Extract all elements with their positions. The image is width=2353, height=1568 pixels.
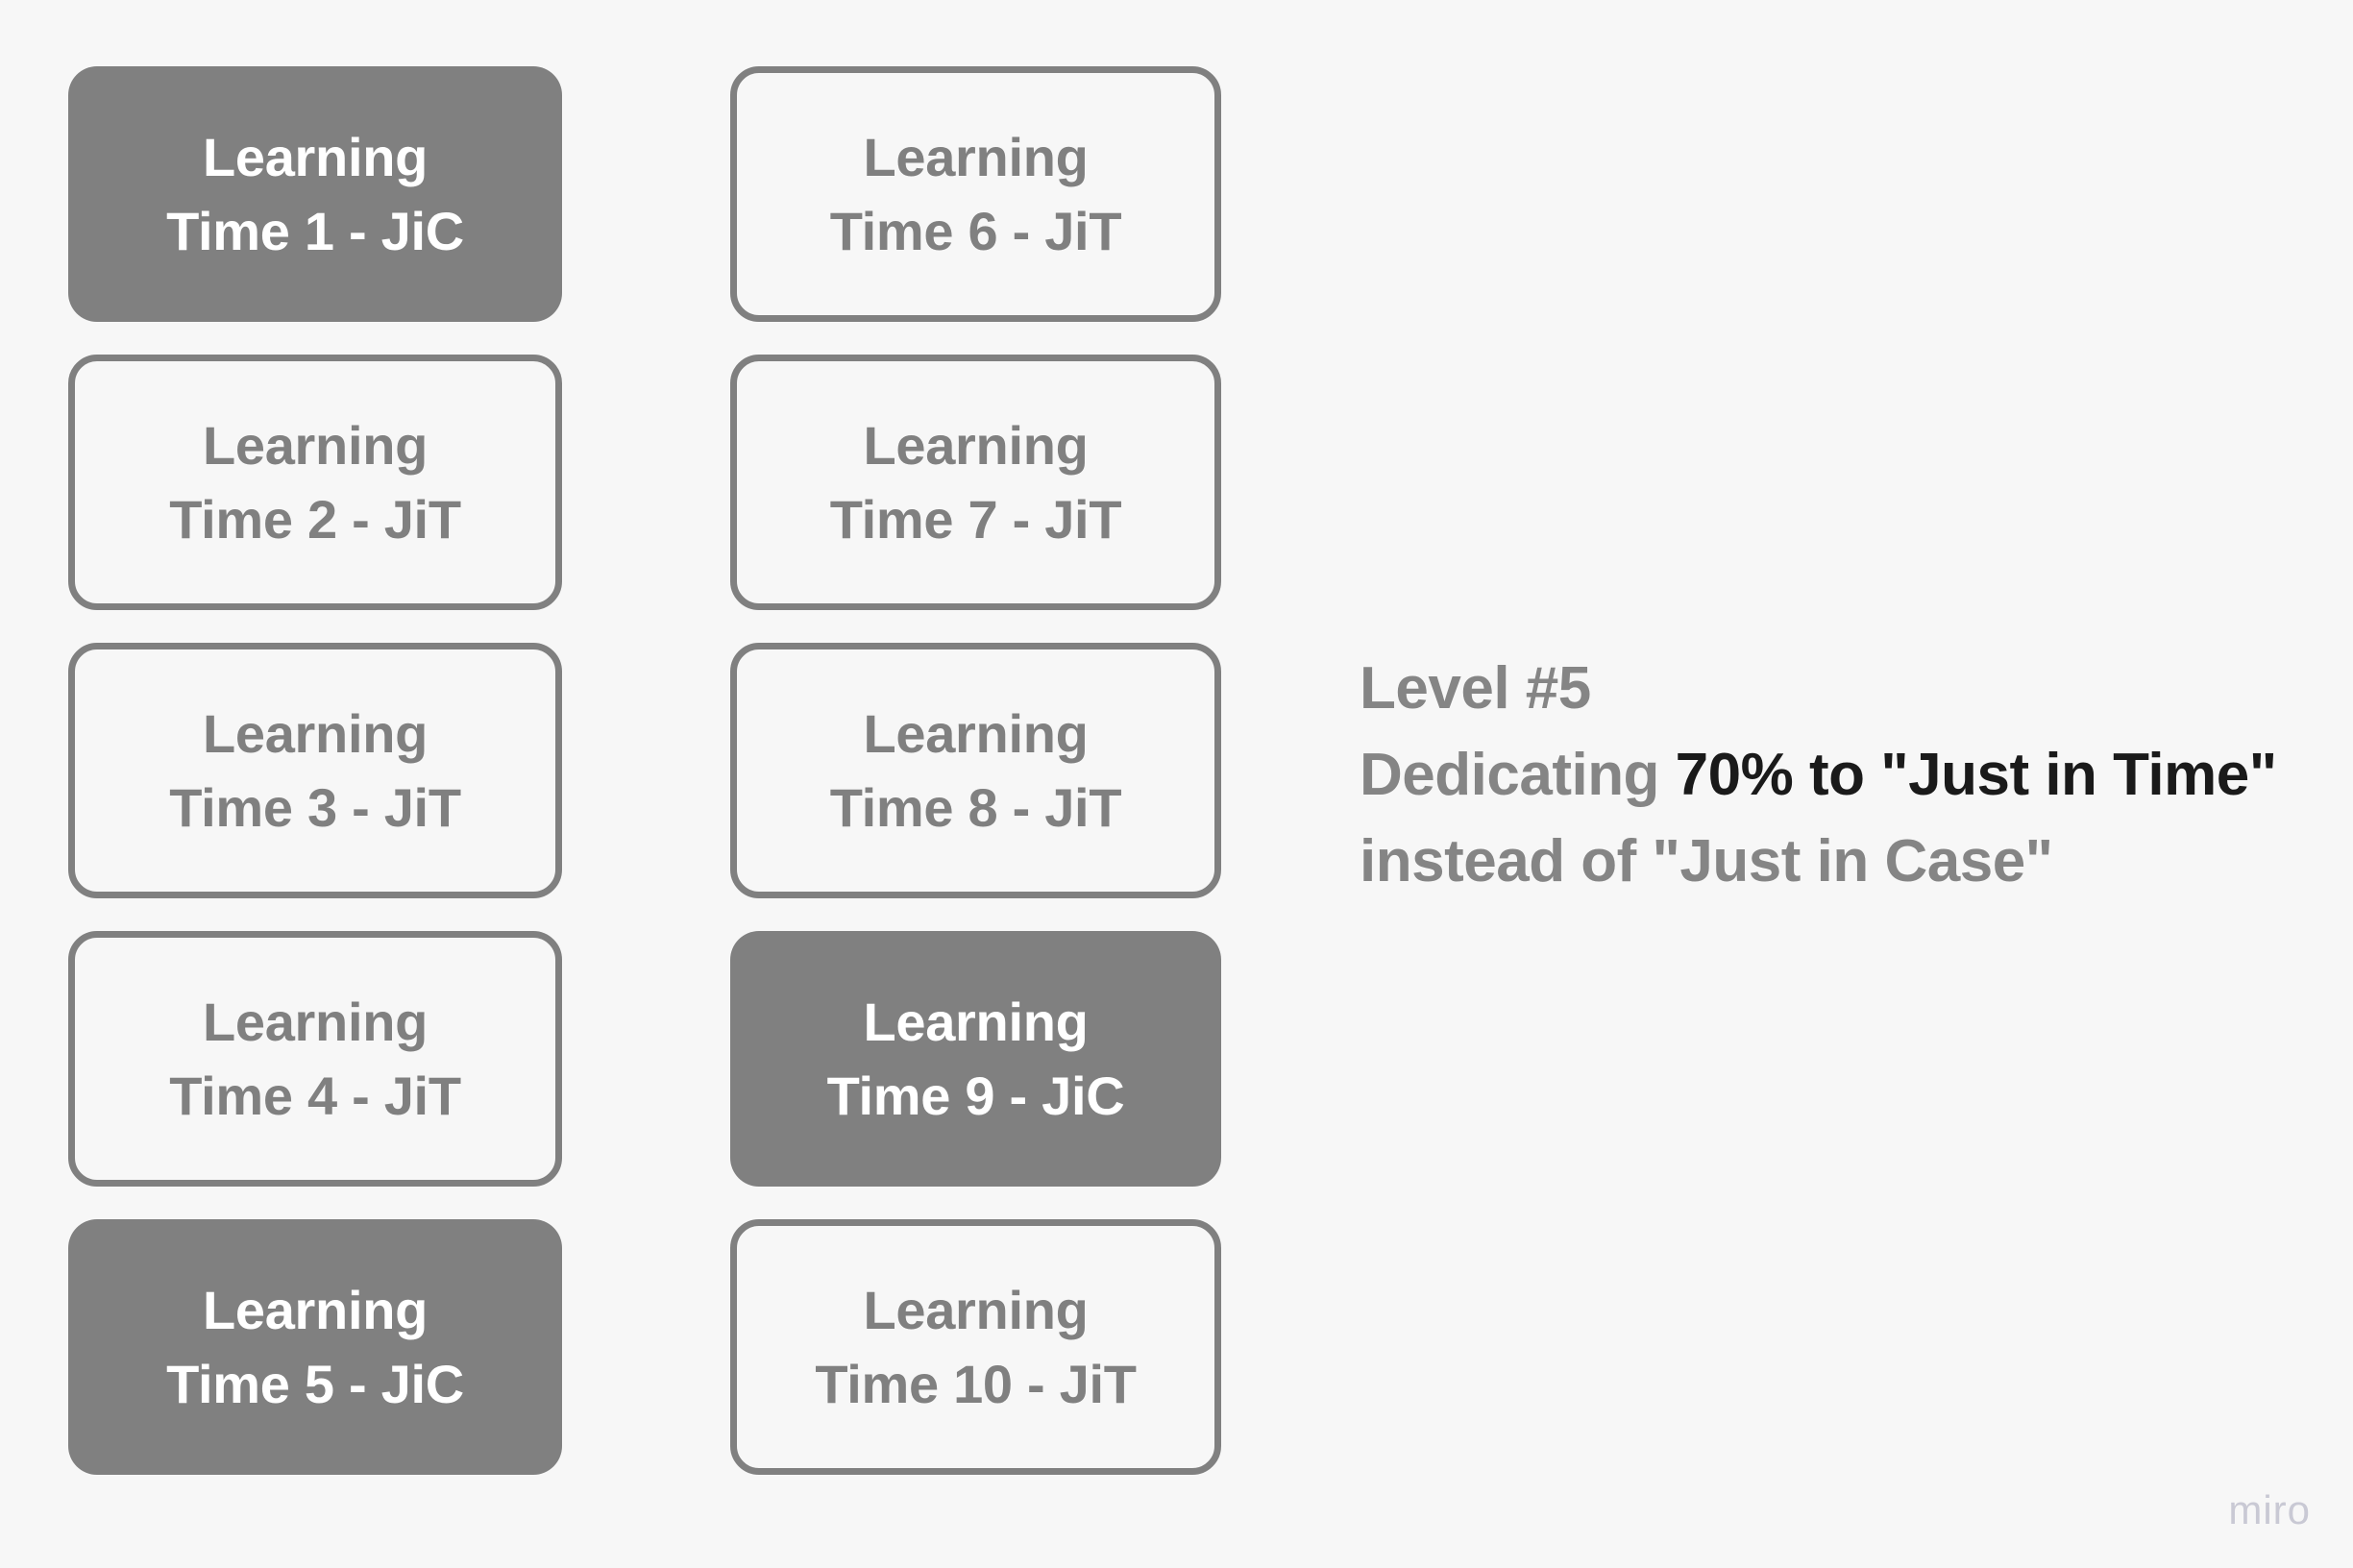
card-line-1: Learning: [202, 1279, 429, 1340]
annotation-line-2: Dedicating 70% to "Just in Time": [1360, 732, 2301, 819]
card-line-2: Time 10 - JiT: [815, 1354, 1137, 1414]
annotation-line-2-emphasis: 70% to "Just in Time": [1675, 742, 2277, 808]
level-annotation-text[interactable]: Level #5 Dedicating 70% to "Just in Time…: [1360, 646, 2301, 905]
learning-time-card-4[interactable]: Learning Time 4 - JiT: [68, 931, 562, 1187]
card-line-1: Learning: [202, 414, 429, 476]
annotation-line-3: instead of "Just in Case": [1360, 828, 2053, 894]
card-line-1: Learning: [863, 991, 1089, 1052]
card-line-2: Time 5 - JiC: [166, 1354, 464, 1414]
annotation-line-2-prefix: Dedicating: [1360, 742, 1676, 808]
card-column-1: Learning Time 1 - JiC Learning Time 2 - …: [68, 66, 562, 1475]
card-line-1: Learning: [863, 414, 1089, 476]
card-line-2: Time 8 - JiT: [829, 777, 1122, 838]
card-line-1: Learning: [202, 991, 429, 1052]
learning-time-card-8[interactable]: Learning Time 8 - JiT: [730, 643, 1221, 898]
level-label: Level #5: [1360, 655, 1591, 722]
card-line-1: Learning: [863, 1279, 1089, 1340]
learning-time-card-10[interactable]: Learning Time 10 - JiT: [730, 1219, 1221, 1475]
miro-watermark: miro: [2228, 1487, 2311, 1532]
learning-time-card-7[interactable]: Learning Time 7 - JiT: [730, 355, 1221, 610]
card-line-1: Learning: [863, 702, 1089, 764]
card-line-2: Time 1 - JiC: [166, 201, 464, 261]
learning-time-card-1[interactable]: Learning Time 1 - JiC: [68, 66, 562, 322]
learning-time-card-9[interactable]: Learning Time 9 - JiC: [730, 931, 1221, 1187]
card-line-2: Time 6 - JiT: [829, 201, 1122, 261]
card-line-2: Time 3 - JiT: [169, 777, 461, 838]
card-line-1: Learning: [863, 126, 1089, 187]
learning-time-card-6[interactable]: Learning Time 6 - JiT: [730, 66, 1221, 322]
learning-time-card-3[interactable]: Learning Time 3 - JiT: [68, 643, 562, 898]
card-line-2: Time 9 - JiC: [826, 1066, 1125, 1126]
card-line-1: Learning: [202, 126, 429, 187]
card-line-2: Time 4 - JiT: [169, 1066, 461, 1126]
card-line-2: Time 7 - JiT: [829, 489, 1122, 550]
card-column-2: Learning Time 6 - JiT Learning Time 7 - …: [730, 66, 1221, 1475]
learning-time-card-5[interactable]: Learning Time 5 - JiC: [68, 1219, 562, 1475]
card-line-1: Learning: [202, 702, 429, 764]
learning-time-card-2[interactable]: Learning Time 2 - JiT: [68, 355, 562, 610]
card-line-2: Time 2 - JiT: [169, 489, 461, 550]
